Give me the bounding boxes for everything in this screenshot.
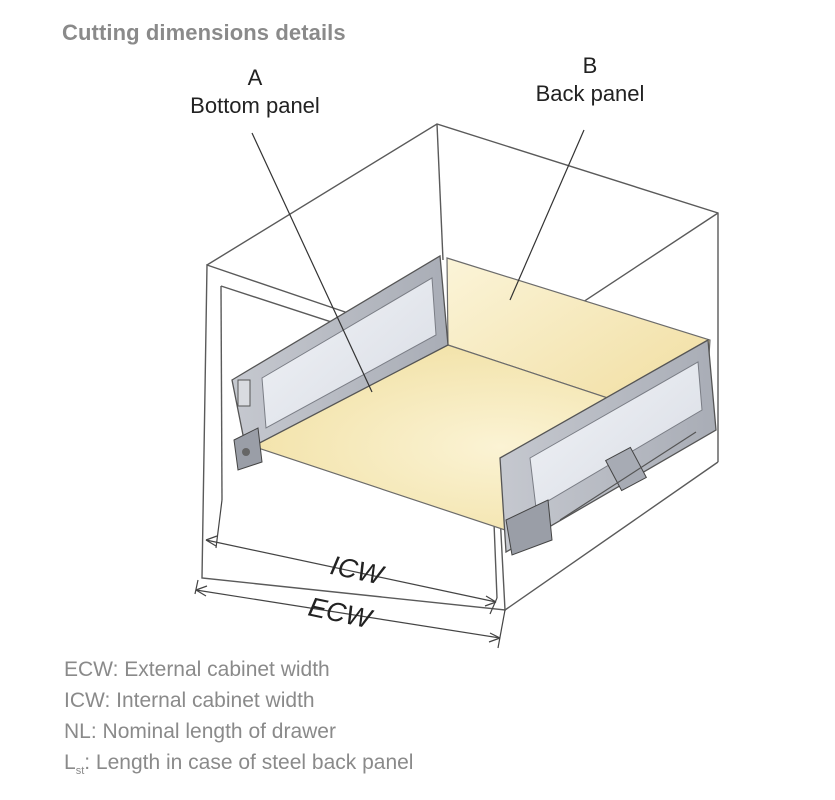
ecw-label: ECW xyxy=(306,592,376,635)
drawer-left-side xyxy=(231,254,449,471)
drawer-right-side xyxy=(499,338,717,556)
legend-row-ecw: ECW: External cabinet width xyxy=(64,654,413,685)
label-b-name: Back panel xyxy=(535,80,645,106)
legend-text: : Internal cabinet width xyxy=(104,689,315,712)
legend-abbr: NL xyxy=(64,720,91,743)
legend-abbr: ECW xyxy=(64,658,113,681)
legend-row-lst: Lst: Length in case of steel back panel xyxy=(64,747,413,787)
label-a-letter: A xyxy=(247,65,263,90)
label-a-name: Bottom panel xyxy=(190,92,320,118)
legend-row-nl: NL: Nominal length of drawer xyxy=(64,716,413,747)
legend-abbr: ICW xyxy=(64,689,105,712)
legend-text: : External cabinet width xyxy=(112,658,330,681)
legend-text: : Length in case of steel back panel xyxy=(84,751,414,774)
icw-label: ICW xyxy=(328,550,388,591)
legend-abbr: L xyxy=(64,751,76,774)
leader-a xyxy=(251,132,373,393)
label-b-letter: B xyxy=(582,53,598,78)
legend-text: : Nominal length of drawer xyxy=(90,720,336,743)
label-bottom-panel: A Bottom panel xyxy=(160,64,350,119)
dimension-lines xyxy=(194,499,506,649)
diagram-title: Cutting dimensions details xyxy=(62,20,346,45)
legend: ECW: External cabinet width ICW: Interna… xyxy=(64,654,413,787)
legend-row-icw: ICW: Internal cabinet width xyxy=(64,685,413,716)
leader-b xyxy=(509,129,585,301)
label-back-panel: B Back panel xyxy=(500,52,680,107)
legend-subscript: st xyxy=(75,765,85,777)
